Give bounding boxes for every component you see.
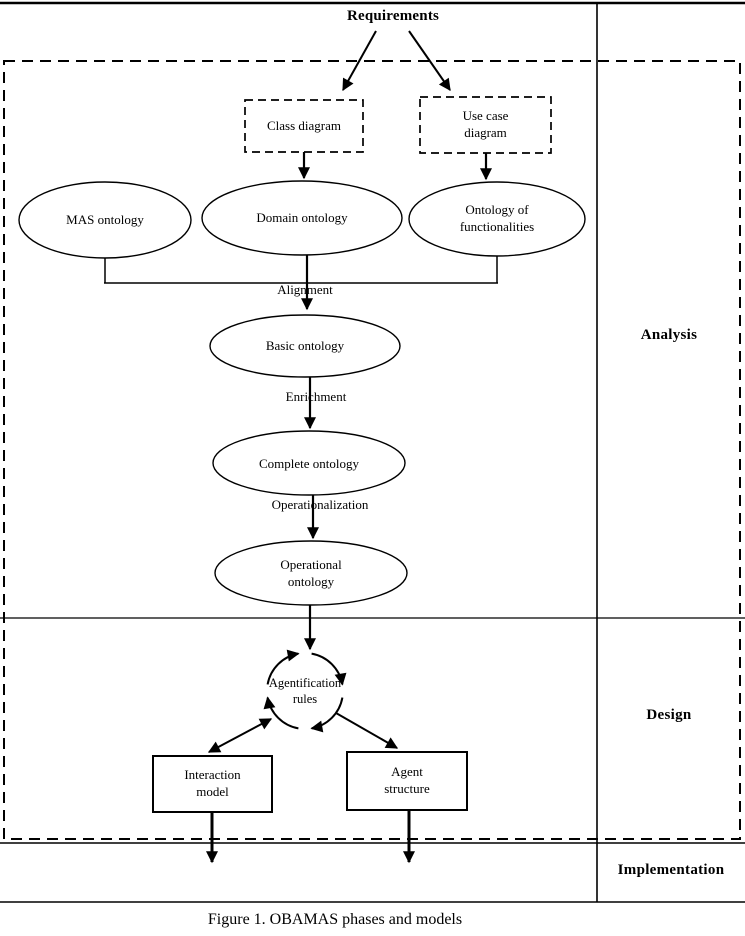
edge-rules-interaction-model-bidirectional: [207, 718, 273, 753]
agentification-cycle-arc-bottom-right: [310, 697, 344, 733]
complete-ontology-ellipse: [212, 430, 406, 496]
agentification-cycle-arc-top-right: [311, 652, 347, 686]
basic-ontology-label: Basic ontology: [265, 337, 345, 353]
dashed-outer-frame: [3, 60, 741, 840]
operational-ontology-label: Operational ontology: [280, 557, 342, 589]
agent-structure-box: [346, 751, 468, 811]
edge-requirements-to-use-case-diagram: [408, 30, 451, 91]
enrichment-process-label: Enrichment: [285, 389, 347, 405]
class-diagram-label: Class diagram: [266, 117, 341, 133]
ontology-functionalities-label: Ontology of functionalities: [459, 202, 535, 234]
basic-ontology-ellipse: [209, 314, 401, 378]
figure-caption: Figure 1. OBAMAS phases and models: [207, 910, 463, 928]
requirements-node-label: Requirements: [346, 8, 440, 25]
use-case-diagram-label: Use case diagram: [462, 108, 509, 140]
agentification-rules-label: Agentification rules: [268, 675, 342, 706]
operationalization-process-label: Operationalization: [271, 497, 369, 513]
complete-ontology-label: Complete ontology: [258, 455, 360, 471]
phase-label-design: Design: [646, 707, 692, 724]
edge-requirements-to-class-diagram: [342, 30, 377, 92]
agentification-cycle-arc-top-left: [266, 649, 300, 685]
phase-label-analysis: Analysis: [640, 327, 698, 344]
phase-label-implementation: Implementation: [617, 862, 725, 879]
agent-structure-label: Agent structure: [384, 764, 430, 796]
interaction-model-label: Interaction model: [184, 767, 241, 799]
edge-rules-to-agent-structure: [335, 712, 399, 749]
mas-ontology-label: MAS ontology: [66, 211, 144, 227]
agentification-cycle-arc-bottom-left: [263, 696, 299, 730]
domain-ontology-ellipse: [201, 180, 403, 256]
domain-ontology-label: Domain ontology: [256, 209, 348, 225]
alignment-process-label: Alignment: [277, 282, 333, 298]
